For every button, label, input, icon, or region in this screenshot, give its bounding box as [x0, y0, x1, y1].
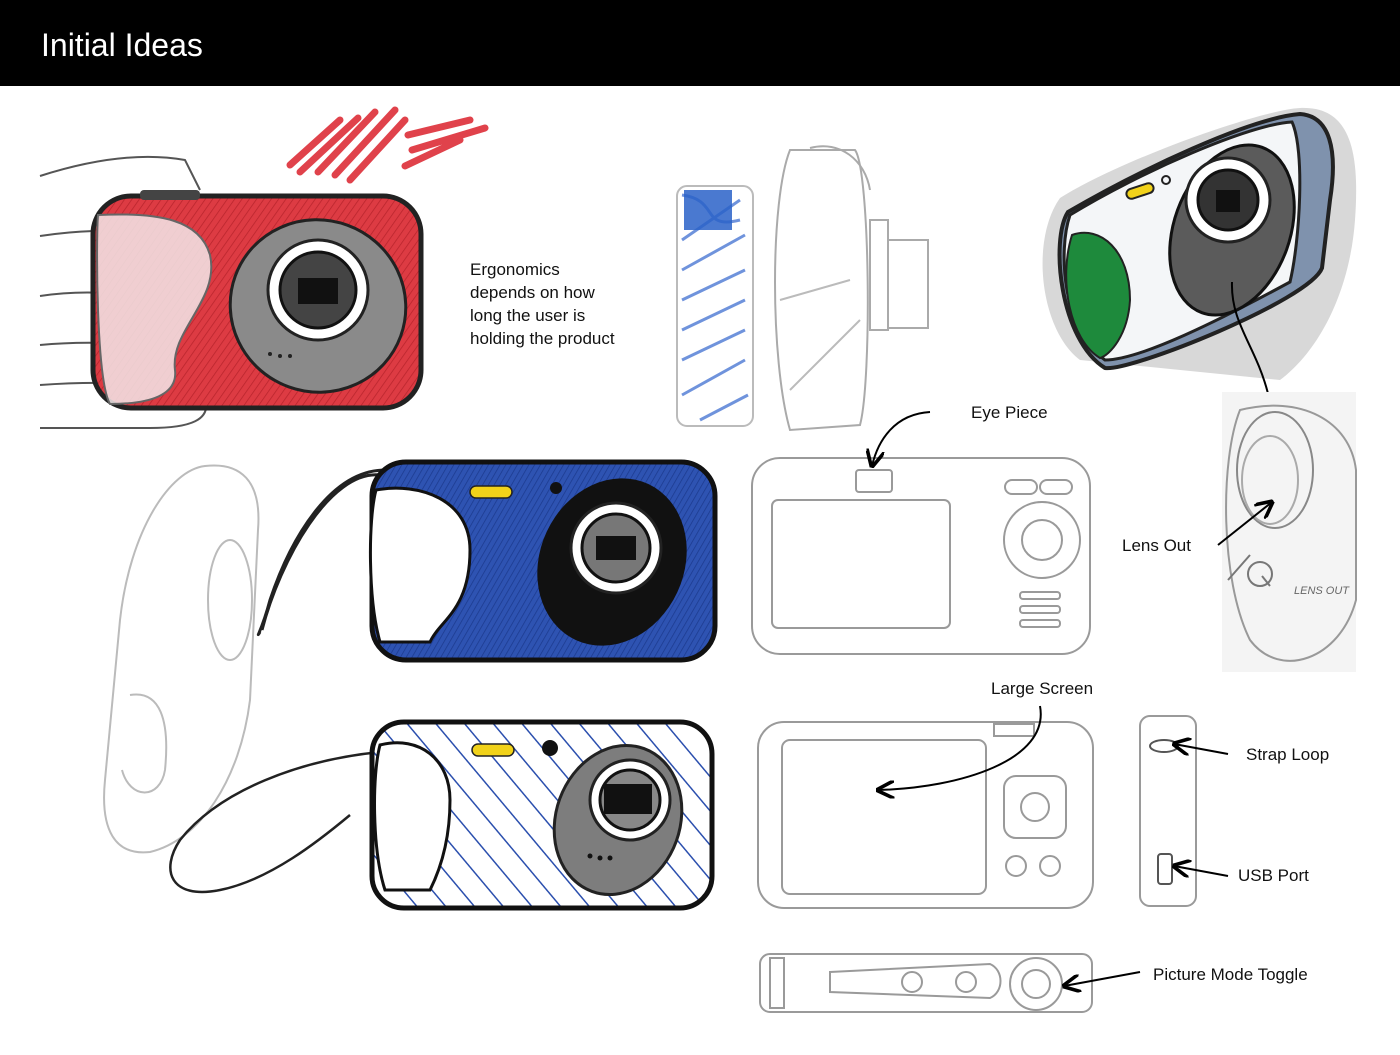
header-bar: Initial Ideas	[0, 0, 1400, 86]
lens-out-scribble: LENS OUT	[1294, 585, 1350, 597]
eye-piece-label: Eye Piece	[971, 403, 1048, 422]
red-camera-sketch	[39, 106, 489, 429]
usb-port-arrow	[1174, 866, 1229, 876]
usb-port-label: USB Port	[1238, 866, 1309, 885]
camera-back-view-large-screen	[757, 721, 1094, 909]
sketch-sheet: Ergonomics depends on how long the user …	[0, 86, 1400, 1050]
picture-mode-toggle-arrow	[1064, 971, 1141, 986]
large-screen-label: Large Screen	[991, 679, 1093, 698]
camera-top-view	[759, 953, 1093, 1013]
eye-piece-arrow	[872, 411, 931, 466]
lens-out-label: Lens Out	[1122, 536, 1191, 555]
large-screen-arrow	[878, 705, 1042, 790]
grey-side-profile-sketch	[103, 464, 260, 854]
blue-camera-sketch	[256, 459, 718, 663]
picture-mode-toggle-label: Picture Mode Toggle	[1153, 965, 1308, 984]
strap-loop-arrow	[1174, 744, 1229, 754]
lens-out-sketch: LENS OUT	[1222, 392, 1357, 672]
sketch-canvas: Ergonomics depends on how long the user …	[39, 106, 1357, 1013]
ergonomics-note: Ergonomics depends on how long the user …	[470, 260, 615, 348]
striped-camera-sketch	[169, 719, 715, 911]
page-title: Initial Ideas	[41, 27, 203, 63]
strap-loop-label: Strap Loop	[1246, 745, 1329, 764]
pale-blue-camera-sketch	[1042, 107, 1357, 381]
lens-out-arrow	[1217, 502, 1272, 546]
camera-back-view-eyepiece	[751, 457, 1091, 655]
camera-side-view	[1139, 715, 1197, 907]
blue-side-profile-sketch	[676, 145, 929, 432]
